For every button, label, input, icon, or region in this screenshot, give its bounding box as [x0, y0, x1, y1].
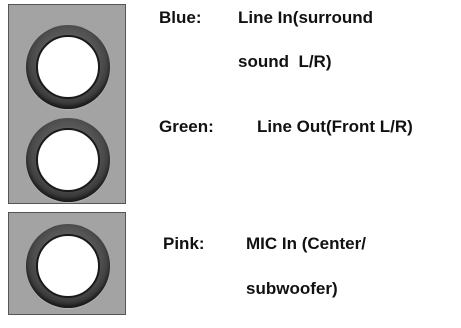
pink-jack-opening [36, 234, 100, 298]
pink-audio-jack [26, 224, 110, 308]
green-jack-description: Line Out(Front L/R) [257, 117, 413, 136]
green-jack-opening [36, 128, 100, 192]
blue-jack-description-line2: sound L/R) [238, 52, 332, 71]
blue-jack-opening [36, 35, 100, 99]
blue-audio-jack [26, 25, 110, 109]
blue-jack-description-line1: Line In(surround [238, 8, 374, 27]
pink-jack-label: Pink: [163, 234, 205, 253]
green-audio-jack [26, 118, 110, 202]
audio-panel-lower [8, 212, 126, 315]
pink-jack-description-line2: subwoofer) [246, 279, 338, 298]
pink-jack-description-line1: MIC In (Center/ [246, 234, 366, 253]
green-jack-label: Green: [159, 117, 214, 136]
blue-jack-label: Blue: [159, 8, 202, 27]
audio-panel-upper [8, 4, 126, 204]
